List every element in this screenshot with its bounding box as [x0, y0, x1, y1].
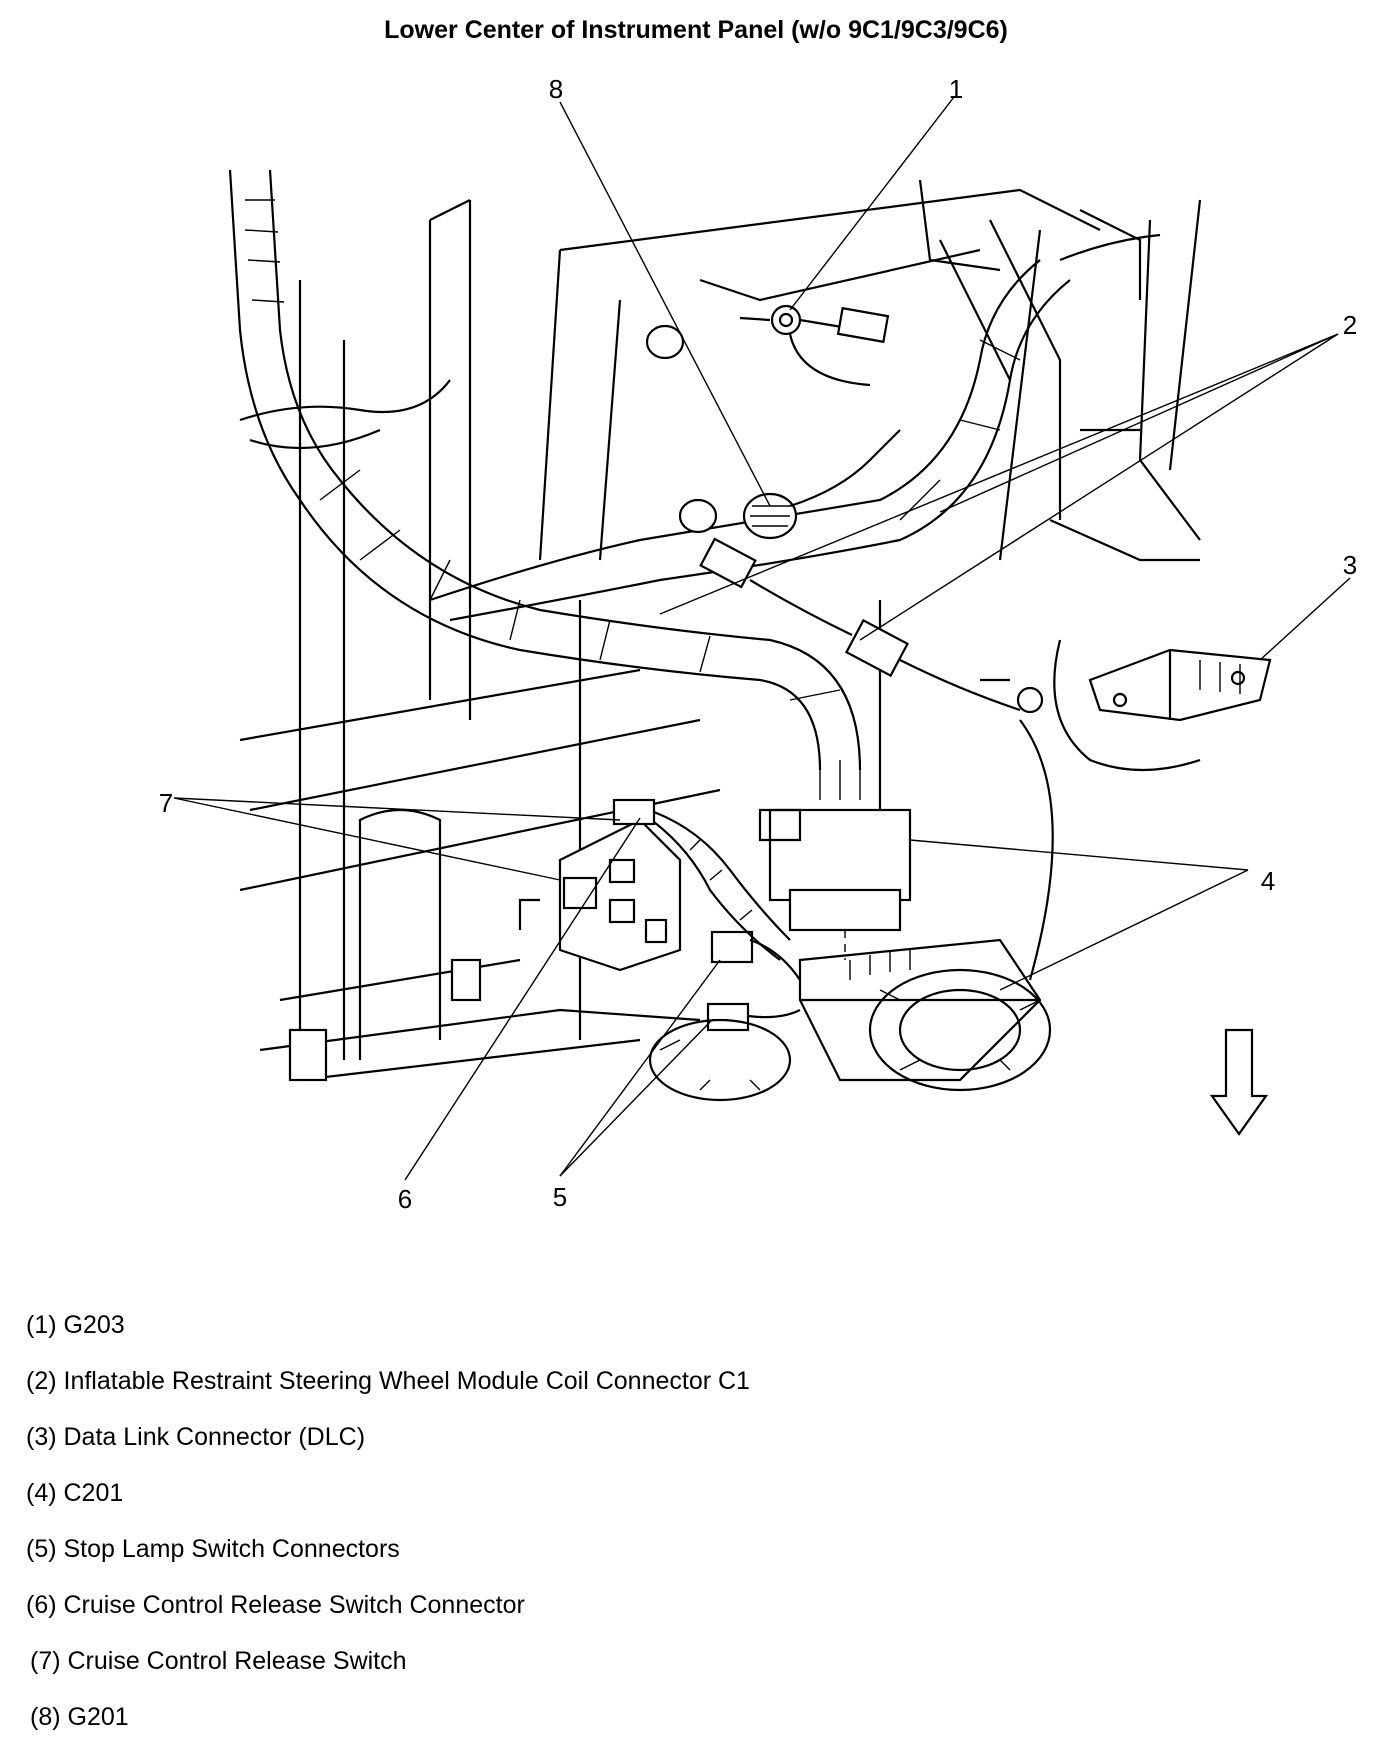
diagram-title: Lower Center of Instrument Panel (w/o 9C… [384, 16, 1008, 44]
legend-item: (4) C201 [26, 1479, 124, 1507]
down-arrow-icon [1209, 1028, 1269, 1136]
callout-4: 4 [1261, 866, 1275, 896]
ground-g201 [645, 324, 901, 540]
coil-connector-c1 [699, 537, 1044, 714]
callout-8: 8 [549, 74, 563, 104]
callout-3: 3 [1343, 550, 1357, 580]
c201-connector [758, 719, 1054, 1092]
cruise-control-release-switch [288, 798, 791, 1082]
wiring-harness [228, 169, 1161, 771]
callout-6: 6 [398, 1184, 412, 1214]
leader-lines [173, 96, 1351, 1181]
legend-item: (6) Cruise Control Release Switch Connec… [26, 1591, 525, 1619]
callout-5: 5 [553, 1182, 567, 1212]
callout-2: 2 [1343, 310, 1357, 340]
legend-item: (5) Stop Lamp Switch Connectors [26, 1535, 400, 1563]
callout-1: 1 [949, 74, 963, 104]
component-legend: (1) G203 (2) Inflatable Restraint Steeri… [26, 1310, 750, 1758]
legend-item: (2) Inflatable Restraint Steering Wheel … [26, 1367, 750, 1395]
data-link-connector [1053, 639, 1272, 772]
callout-7: 7 [159, 788, 173, 818]
legend-item: (8) G201 [30, 1703, 129, 1731]
legend-item: (7) Cruise Control Release Switch [30, 1647, 407, 1675]
legend-item: (1) G203 [26, 1311, 125, 1339]
instrument-panel-illustration: 8 1 2 3 4 7 6 5 [159, 74, 1357, 1214]
legend-item: (3) Data Link Connector (DLC) [26, 1423, 366, 1451]
ground-g203 [739, 304, 890, 387]
stop-lamp-switch-connectors [648, 930, 801, 1102]
